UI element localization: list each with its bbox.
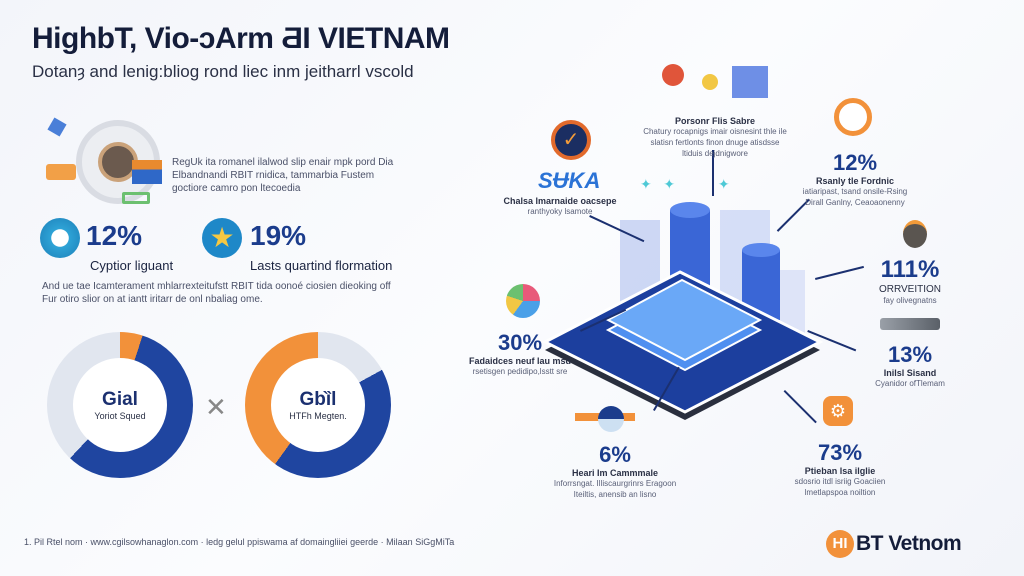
cross-icon: ✕ [205,392,227,422]
stat-value: 73% [817,440,863,465]
stat-6: 73% Ptieban lsa ilglie sdosrio itdl isri… [775,440,905,498]
page-subtitle: Dotanȝ and lenig:bliog rond liec inm jei… [32,62,414,81]
stat-2: 111% ORRVEITION fay olivegnatns [860,256,960,306]
top-callout: Porsonr Flis Sabre Chatury rocapnigs ima… [640,116,790,159]
stat-label: Rsanly tle Fordnic [815,176,895,186]
callout-desc: ranthyoky lsamote [527,207,593,216]
stat-value: 12% [832,150,878,175]
person-badge-icon [834,98,872,136]
stat-value: 30% [497,330,543,355]
avatar-icon [903,220,927,248]
brand-name: BT Vetnom [856,532,962,555]
kpi-label: Cyptior liguant [90,258,174,273]
stat-5: 6% Heari Im Cammmale Inforrsngat. Illisc… [545,442,685,500]
network-icon [662,62,772,102]
half-circle-icon [598,406,624,432]
stat-label: ORRVEITION [878,284,942,295]
stat-value: 13% [887,342,933,367]
brand-logo: SɄKA [538,168,601,193]
donut-title: Gbȉl [299,389,337,410]
stat-label: Heari Im Cammmale [571,468,659,478]
stat-desc: fay olivegnatns [883,296,937,305]
isometric-platform-illustration [541,202,824,420]
check-badge-icon: ✓ [551,120,591,160]
stat-desc: rsetisgen pedidipo,lsstt sre [472,367,568,376]
globe-icon [506,284,540,318]
intro-illustration-icon [38,117,168,208]
stat-label: Fadaidces neuf lau msd [468,356,572,366]
sparkles-decoration: ✦ ✦ ✦ [640,176,730,192]
brand-footer: HI BT Vetnom [826,530,962,558]
stat-label: Inilsl Sisand [883,368,937,378]
stat-desc: Inforrsngat. Illiscaurgrinrs Eragoon Ite… [553,479,677,499]
kpi-value: 12% [86,220,143,251]
callout-label: Porsonr Flis Sabre [674,116,756,126]
rocket-icon [40,218,80,258]
stat-value: 6% [599,442,631,467]
footer-text: 1. Pil Rtel nom · www.cgilsowhanaglon.co… [24,537,455,547]
machine-icon [880,318,940,330]
brand-logo-mark: HI [826,530,854,558]
kpi-note: And ue tae Icamterament mhlarrexteitufst… [42,281,391,305]
donut-subtitle: HTFh Megten. [289,411,347,421]
callout-label: Chalsa lmarnaide oacsepe [503,196,617,206]
kpi-value: 19% [250,220,307,251]
gear-badge-icon: ⚙ [823,396,853,426]
callout-desc: Chatury rocapnigs imair oisnesint thle i… [643,127,787,158]
left-badge-callout: Chalsa lmarnaide oacsepe ranthyoky lsamo… [490,196,630,217]
stat-desc: Cyanidor ofTlemam [875,379,945,388]
donut-subtitle: Yoriot Squed [94,411,146,421]
stat-value: 111% [880,256,940,283]
kpi-label: Lasts quartind flormation [250,258,393,273]
stat-desc: iatiaripast, tsand onsile-Rsing Dirall G… [802,187,908,207]
donut-title: Gial [102,389,138,410]
stat-1: 12% Rsanly tle Fordnic iatiaripast, tsan… [800,150,910,208]
star-icon: ★ [202,218,242,258]
stat-3: 13% Inilsl Sisand Cyanidor ofTlemam [860,342,960,389]
page-title: HighbT, Vio-ɔArm ƋI VIETNAM [32,22,450,55]
stat-desc: sdosrio itdl isriig Goaciien lmetlapspoa… [794,477,886,497]
stat-label: Ptieban lsa ilglie [804,466,876,476]
stat-4: 30% Fadaidces neuf lau msd rsetisgen ped… [460,330,580,377]
intro-text: RegUk ita romanel ilalwod slip enair mpk… [172,157,394,194]
